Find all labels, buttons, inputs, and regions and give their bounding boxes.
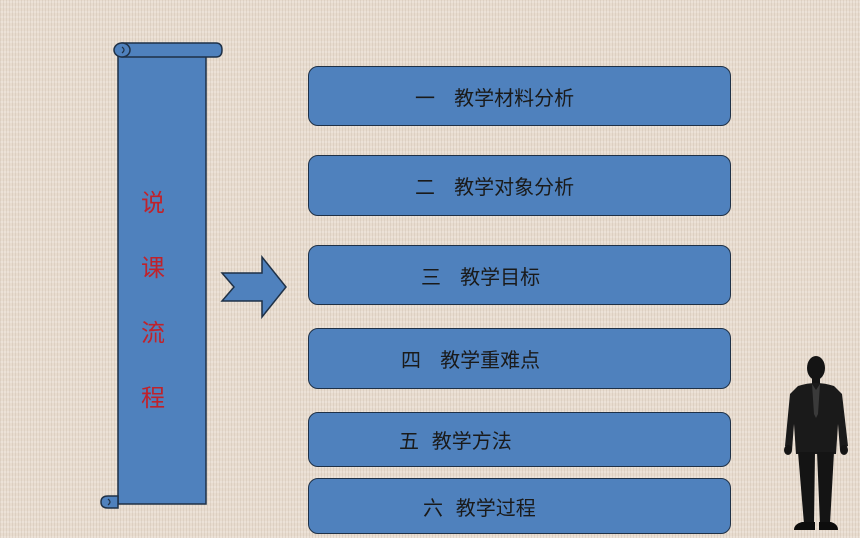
menu-item-student-analysis[interactable]: 二 教学对象分析 [308, 155, 731, 216]
menu-item-label: 二 教学对象分析 [415, 175, 575, 199]
menu-item-material-analysis[interactable]: 一 教学材料分析 [308, 66, 731, 126]
menu-item-label: 三 教学目标 [421, 264, 541, 289]
businessman-silhouette-icon [784, 356, 848, 530]
menu-item-teaching-process[interactable]: 六 教学过程 [308, 478, 731, 534]
menu-item-label: 六 教学过程 [423, 495, 536, 520]
menu-item-teaching-methods[interactable]: 五 教学方法 [308, 412, 731, 467]
menu-item-label: 四 教学重难点 [401, 348, 541, 372]
scroll-char: 说 [141, 188, 165, 217]
scroll-banner-icon [100, 42, 223, 509]
right-arrow-icon [220, 255, 287, 319]
scroll-char: 课 [141, 253, 165, 282]
menu-item-key-difficulties[interactable]: 四 教学重难点 [308, 328, 731, 389]
scroll-title: 说 课 流 程 [118, 60, 188, 490]
scroll-char: 流 [141, 318, 165, 347]
menu-item-label: 五 教学方法 [399, 429, 512, 453]
menu-item-label: 一 教学材料分析 [415, 85, 575, 110]
scroll-char: 程 [141, 383, 165, 412]
menu-item-teaching-goals[interactable]: 三 教学目标 [308, 245, 731, 305]
